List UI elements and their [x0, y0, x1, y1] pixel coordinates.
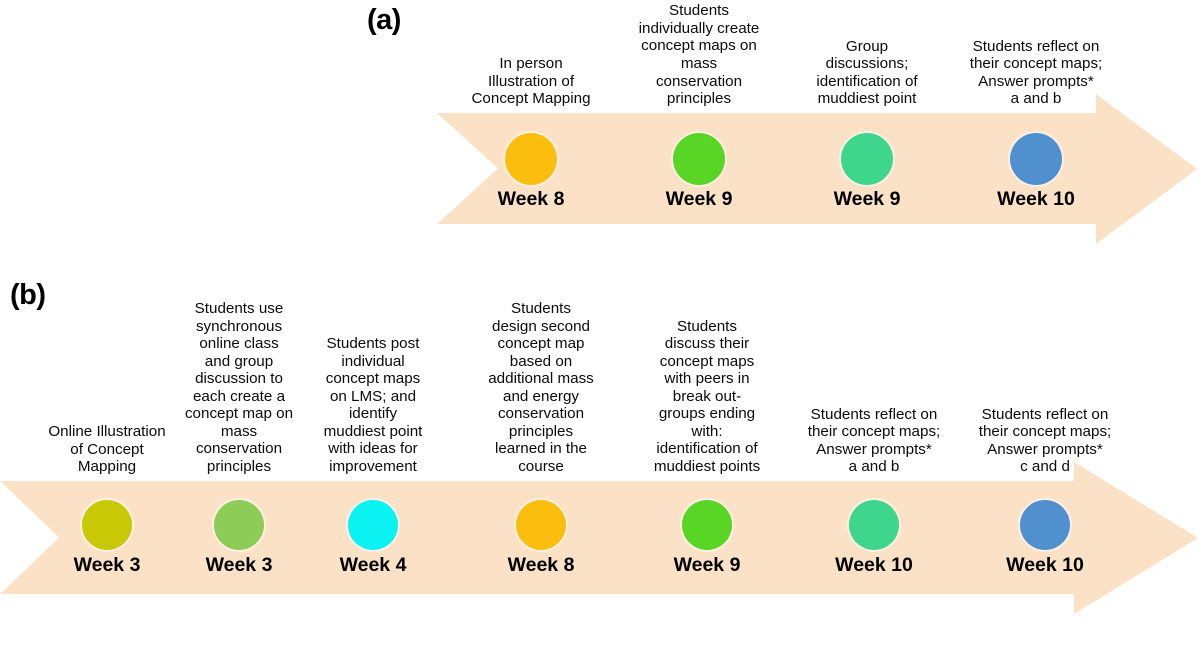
- step-week-label: Week 9: [833, 188, 901, 210]
- step-week-label: Week 3: [205, 554, 273, 576]
- step-week-label: Week 9: [673, 554, 741, 576]
- panel-label-a: (a): [367, 4, 401, 36]
- step-week-label: Week 10: [997, 188, 1075, 210]
- step-week-label: Week 10: [835, 554, 913, 576]
- timeline-step-a-1: In person Illustration of Concept Mappin…: [445, 0, 617, 659]
- step-description: Students reflect on their concept maps; …: [807, 405, 941, 476]
- step-description: In person Illustration of Concept Mappin…: [471, 55, 591, 108]
- step-description: Students individually create concept map…: [638, 2, 760, 108]
- step-week-label: Week 9: [665, 188, 733, 210]
- step-milestone-dot: [516, 500, 566, 550]
- timeline-step-b-7: Students reflect on their concept maps; …: [955, 0, 1135, 659]
- step-description: Group discussions; identification of mud…: [816, 37, 918, 108]
- step-milestone-dot: [682, 500, 732, 550]
- step-milestone-dot: [673, 133, 725, 185]
- step-milestone-dot: [1010, 133, 1062, 185]
- step-week-label: Week 8: [507, 554, 575, 576]
- step-milestone-dot: [841, 133, 893, 185]
- step-description: Students use synchronous online class an…: [184, 300, 294, 475]
- timeline-step-a-3: Group discussions; identification of mud…: [787, 0, 947, 659]
- panel-label-b: (b): [10, 279, 46, 311]
- timeline-step-b-5: Students discuss their concept maps with…: [642, 0, 772, 659]
- step-milestone-dot: [348, 500, 398, 550]
- timeline-step-b-6: Students reflect on their concept maps; …: [784, 0, 964, 659]
- step-week-label: Week 3: [73, 554, 141, 576]
- step-milestone-dot: [214, 500, 264, 550]
- step-week-label: Week 10: [1006, 554, 1084, 576]
- timeline-step-b-2: Students use synchronous online class an…: [175, 0, 303, 659]
- timeline-step-b-4: Students design second concept map based…: [473, 0, 609, 659]
- step-description: Online Illustration of Concept Mapping: [48, 423, 166, 476]
- step-milestone-dot: [1020, 500, 1070, 550]
- step-milestone-dot: [849, 500, 899, 550]
- step-milestone-dot: [82, 500, 132, 550]
- step-week-label: Week 8: [497, 188, 565, 210]
- step-description: Students post individual concept maps on…: [323, 335, 423, 476]
- step-description: Students discuss their concept maps with…: [653, 317, 761, 475]
- step-week-label: Week 4: [339, 554, 407, 576]
- timeline-step-a-4: Students reflect on their concept maps; …: [946, 0, 1126, 659]
- step-description: Students reflect on their concept maps; …: [969, 37, 1103, 108]
- timeline-step-b-3: Students post individual concept maps on…: [310, 0, 436, 659]
- step-description: Students design second concept map based…: [488, 300, 594, 475]
- step-milestone-dot: [505, 133, 557, 185]
- timeline-step-a-2: Students individually create concept map…: [616, 0, 782, 659]
- step-description: Students reflect on their concept maps; …: [978, 405, 1112, 476]
